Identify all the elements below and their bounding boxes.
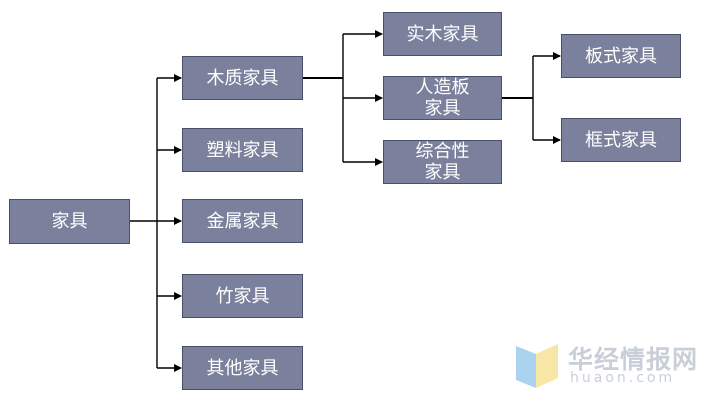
node-metal-furniture: 金属家具 xyxy=(182,199,303,243)
watermark-url: huaon.com xyxy=(570,370,676,386)
node-panel-furniture: 板式家具 xyxy=(561,34,681,78)
node-plastic-furniture: 塑料家具 xyxy=(182,128,303,172)
node-furniture: 家具 xyxy=(9,199,130,244)
node-wood-furniture: 木质家具 xyxy=(182,56,303,100)
watermark-name: 华经情报网 xyxy=(568,345,699,374)
node-other-furniture: 其他家具 xyxy=(182,346,303,390)
node-frame-furniture: 框式家具 xyxy=(561,118,681,162)
node-composite-furniture: 综合性 家具 xyxy=(383,140,502,184)
node-bamboo-furniture: 竹家具 xyxy=(182,274,303,318)
node-artificial-board-furniture: 人造板 家具 xyxy=(383,76,502,120)
watermark: 华经情报网 huaon.com xyxy=(516,340,706,392)
watermark-logo-icon xyxy=(516,344,558,388)
node-solid-wood-furniture: 实木家具 xyxy=(383,12,502,56)
